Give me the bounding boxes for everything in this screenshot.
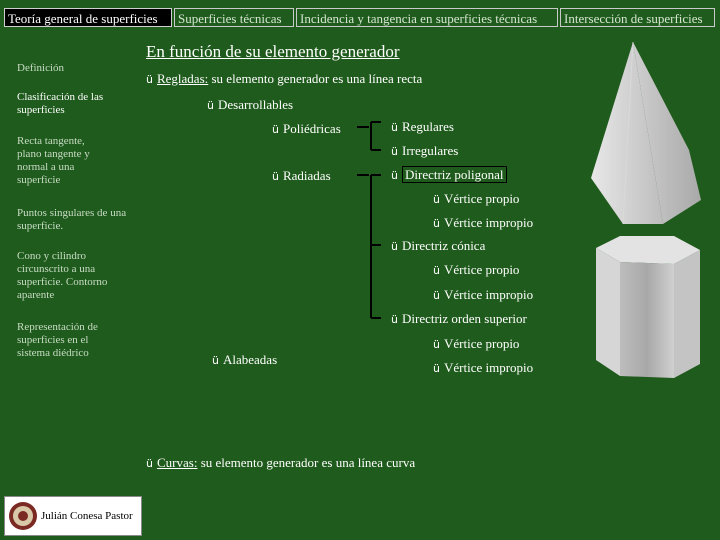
- regladas-term: Regladas:: [156, 71, 209, 86]
- check-icon: ü: [433, 217, 440, 230]
- check-icon: ü: [433, 264, 440, 277]
- check-icon: ü: [433, 289, 440, 302]
- regulares-label: Regulares: [401, 119, 454, 134]
- check-icon: ü: [207, 99, 214, 112]
- sidebar-item-clasificacion[interactable]: Clasificación de las superficies: [17, 91, 104, 116]
- irregulares-label: Irregulares: [401, 143, 459, 158]
- vertice-impropio-label: Vértice impropio: [443, 360, 534, 375]
- check-icon: ü: [433, 338, 440, 351]
- poliedricas-bracket: [357, 121, 381, 151]
- sidebar-item-recta-tangente[interactable]: Recta tangente, plano tangente y normal …: [17, 135, 90, 186]
- directriz-conica-label: Directriz cónica: [401, 238, 486, 253]
- check-icon: ü: [212, 354, 219, 367]
- check-icon: ü: [433, 193, 440, 206]
- page-title: En función de su elemento generador: [146, 42, 400, 61]
- tab-teoria-general[interactable]: Teoría general de superficies: [4, 8, 172, 27]
- check-icon: ü: [391, 313, 398, 326]
- sidebar-item-definicion[interactable]: Definición: [17, 62, 65, 74]
- check-icon: ü: [272, 170, 279, 183]
- desarrollables-label: Desarrollables: [217, 97, 294, 112]
- tab-incidencia-tangencia[interactable]: Incidencia y tangencia en superficies té…: [296, 8, 558, 27]
- pyramid-image: [591, 41, 701, 225]
- poliedricas-label: Poliédricas: [282, 121, 341, 136]
- check-icon: ü: [272, 123, 279, 136]
- check-icon: ü: [391, 145, 398, 158]
- check-icon: ü: [391, 169, 398, 182]
- vertice-propio-label: Vértice propio: [443, 336, 520, 351]
- vertice-propio-label: Vértice propio: [443, 191, 520, 206]
- sidebar-item-cono-cilindro[interactable]: Cono y cilindro circunscrito a una super…: [17, 250, 108, 301]
- tab-interseccion[interactable]: Intersección de superficies: [560, 8, 715, 27]
- vertice-propio-label: Vértice propio: [443, 262, 520, 277]
- top-navigation: Teoría general de superficies Superficie…: [0, 0, 720, 28]
- check-icon: ü: [146, 457, 153, 470]
- check-icon: ü: [391, 121, 398, 134]
- alabeadas-label: Alabeadas: [222, 352, 278, 367]
- radiadas-label: Radiadas: [282, 168, 331, 183]
- radiadas-bracket: [357, 174, 381, 319]
- sidebar-item-puntos-singulares[interactable]: Puntos singulares de una superficie.: [17, 207, 127, 232]
- author-footer: Julián Conesa Pastor: [4, 496, 142, 536]
- check-icon: ü: [391, 240, 398, 253]
- sidebar-item-representacion[interactable]: Representación de superficies en el sist…: [17, 321, 98, 359]
- check-icon: ü: [146, 73, 153, 86]
- directriz-orden-superior-label: Directriz orden superior: [401, 311, 527, 326]
- check-icon: ü: [433, 362, 440, 375]
- author-name: Julián Conesa Pastor: [41, 510, 133, 522]
- regladas-desc: su elemento generador es una línea recta: [208, 71, 423, 86]
- curvas-desc: su elemento generador es una línea curva: [197, 455, 416, 470]
- tab-superficies-tecnicas[interactable]: Superficies técnicas: [174, 8, 294, 27]
- curvas-term: Curvas:: [156, 455, 198, 470]
- vertice-impropio-label: Vértice impropio: [443, 287, 534, 302]
- vertice-impropio-label: Vértice impropio: [443, 215, 534, 230]
- university-seal-icon: [9, 502, 37, 530]
- prism-image: [596, 236, 700, 378]
- directriz-poligonal-label: Directriz poligonal: [401, 166, 507, 183]
